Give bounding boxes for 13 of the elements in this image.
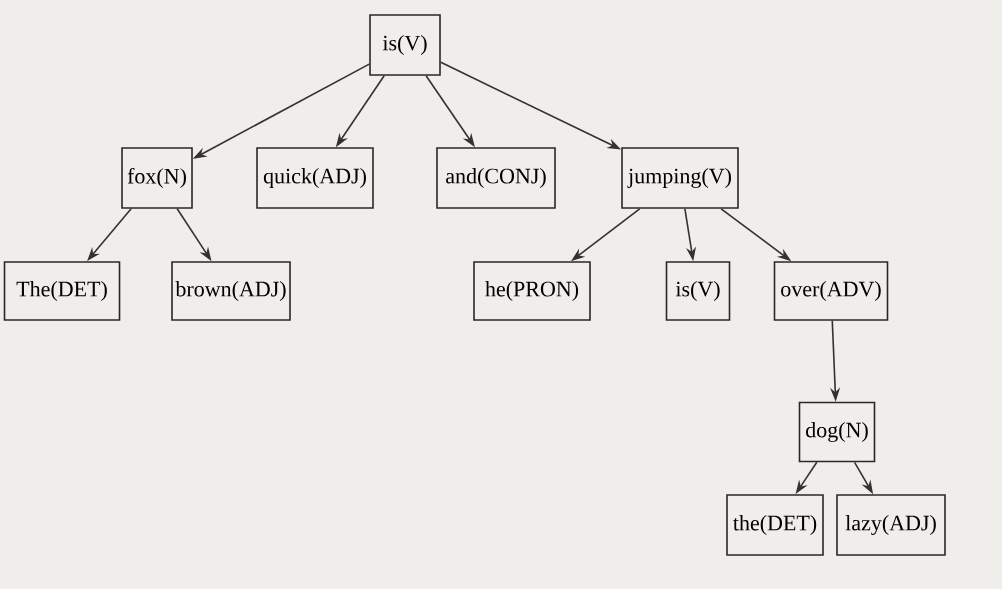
word-box: jumping(V) bbox=[621, 147, 739, 209]
word-box: The(DET) bbox=[3, 261, 121, 321]
word-box: is(V) bbox=[369, 14, 441, 76]
word-box: dog(N) bbox=[798, 401, 876, 463]
word-box: the(DET) bbox=[726, 494, 824, 556]
word-box: fox(N) bbox=[121, 147, 193, 209]
word-box: over(ADV) bbox=[773, 261, 889, 321]
word-box: lazy(ADJ) bbox=[836, 494, 946, 556]
word-box: is(V) bbox=[665, 261, 731, 321]
word-box: brown(ADJ) bbox=[171, 261, 291, 321]
word-box: and(CONJ) bbox=[436, 147, 556, 209]
word-box: quick(ADJ) bbox=[256, 147, 374, 209]
word-box: he(PRON) bbox=[473, 261, 591, 321]
